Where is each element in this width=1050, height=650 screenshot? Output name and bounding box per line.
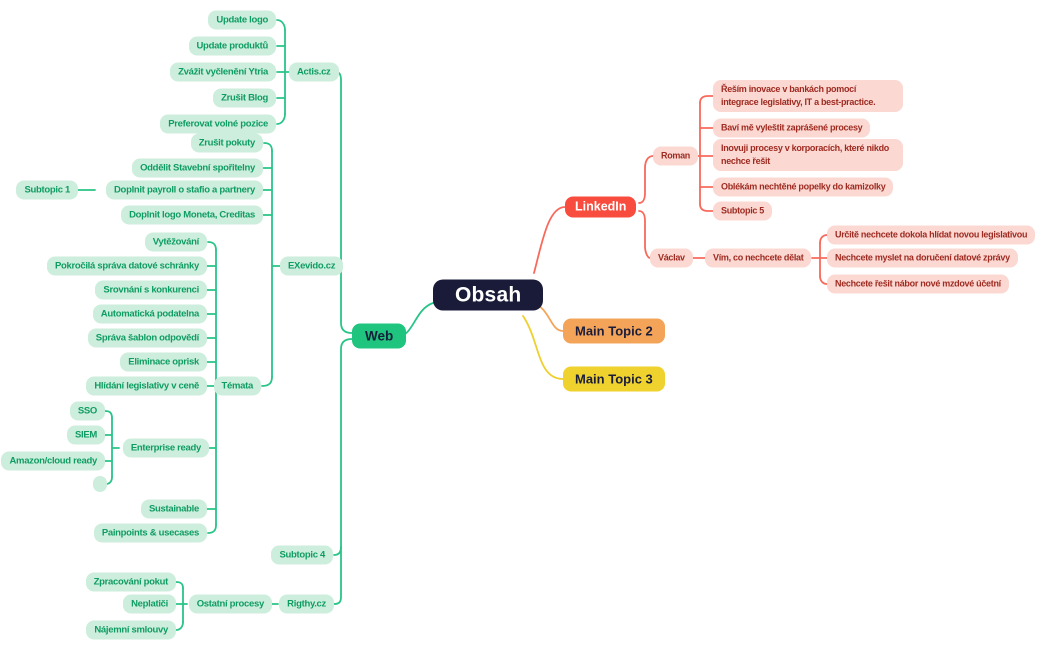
node-roman-claim-3[interactable]: Inovuji procesy v korporacích, které nik… [713, 139, 903, 171]
node-pokrocila-sprava[interactable]: Pokročilá správa datové schránky [46, 256, 207, 276]
node-doplnit-logo-moneta[interactable]: Doplnit logo Moneta, Creditas [121, 205, 263, 225]
node-vaclav[interactable]: Václav [650, 248, 693, 268]
node-zrusit-pokuty[interactable]: Zrušit pokuty [190, 133, 263, 153]
node-sustainable[interactable]: Sustainable [140, 499, 207, 519]
node-vaclav-claim-3[interactable]: Nechcete řešit nábor nové mzdové účetní [827, 274, 1009, 294]
red-connectors [533, 95, 828, 285]
node-sso[interactable]: SSO [69, 401, 105, 421]
node-subtopic-5[interactable]: Subtopic 5 [713, 201, 773, 221]
node-roman-claim-1[interactable]: Řeším inovace v bankách pomocí integrace… [713, 80, 903, 112]
node-exevido[interactable]: EXevido.cz [280, 256, 344, 276]
node-sprava-sablon[interactable]: Správa šablon odpovědí [87, 328, 207, 348]
node-vaclav-claim-2[interactable]: Nechcete myslet na doručení datové zpráv… [827, 248, 1018, 268]
node-empty[interactable] [93, 476, 107, 492]
node-zvazit-vycleneni[interactable]: Zvážit vyčlenění Ytria [170, 62, 276, 82]
node-eliminace-oprisk[interactable]: Eliminace oprisk [120, 352, 207, 372]
node-doplnit-payroll[interactable]: Doplnit payroll o stafio a partnery [106, 180, 263, 200]
node-main-topic-3[interactable]: Main Topic 3 [563, 366, 665, 392]
node-hlidani-legislativy[interactable]: Hlídání legislativy v ceně [86, 376, 207, 396]
node-root-obsah[interactable]: Obsah [433, 279, 544, 311]
node-linkedin[interactable]: LinkedIn [565, 196, 637, 218]
node-zrusit-blog[interactable]: Zrušit Blog [213, 88, 276, 108]
node-update-produktu[interactable]: Update produktů [188, 36, 276, 56]
green-connectors [77, 19, 434, 631]
node-subtopic-4[interactable]: Subtopic 4 [271, 545, 333, 565]
node-web[interactable]: Web [352, 323, 407, 349]
node-main-topic-2[interactable]: Main Topic 2 [563, 318, 665, 344]
node-neplatici[interactable]: Neplatiči [123, 594, 176, 614]
node-vaclav-claim-1[interactable]: Určitě nechcete dokola hlídat novou legi… [827, 225, 1036, 245]
node-update-logo[interactable]: Update logo [208, 10, 276, 30]
node-roman[interactable]: Roman [653, 146, 699, 166]
node-roman-claim-4[interactable]: Oblékám nechtěné popelky do kamizolky [713, 177, 894, 197]
node-actis[interactable]: Actis.cz [289, 62, 339, 82]
node-roman-claim-2[interactable]: Baví mě vyleštit zaprášené procesy [713, 118, 871, 138]
node-oddelit-sporitelny[interactable]: Oddělit Stavební spořitelny [132, 158, 263, 178]
node-vim-co-nechcete[interactable]: Vím, co nechcete dělat [705, 248, 812, 268]
node-zpracovani-pokut[interactable]: Zpracování pokut [85, 572, 176, 592]
node-painpoints-usecases[interactable]: Painpoints & usecases [93, 523, 207, 543]
node-amazon-cloud-ready[interactable]: Amazon/cloud ready [1, 451, 105, 471]
node-subtopic-1[interactable]: Subtopic 1 [16, 180, 78, 200]
node-najemni-smlouvy[interactable]: Nájemní smlouvy [86, 620, 176, 640]
node-automaticka-podatelna[interactable]: Automatická podatelna [92, 304, 207, 324]
node-srovnani-konkurenci[interactable]: Srovnání s konkurenci [95, 280, 207, 300]
node-rigthy[interactable]: Rigthy.cz [279, 594, 334, 614]
node-vytezovani[interactable]: Vytěžování [144, 232, 207, 252]
node-enterprise-ready[interactable]: Enterprise ready [122, 438, 209, 458]
node-ostatni-procesy[interactable]: Ostatní procesy [188, 594, 272, 614]
node-siem[interactable]: SIEM [66, 425, 105, 445]
yellow-connector [522, 315, 564, 380]
node-preferovat-pozice[interactable]: Preferovat volné pozice [160, 114, 276, 134]
node-temata[interactable]: Témata [213, 376, 261, 396]
